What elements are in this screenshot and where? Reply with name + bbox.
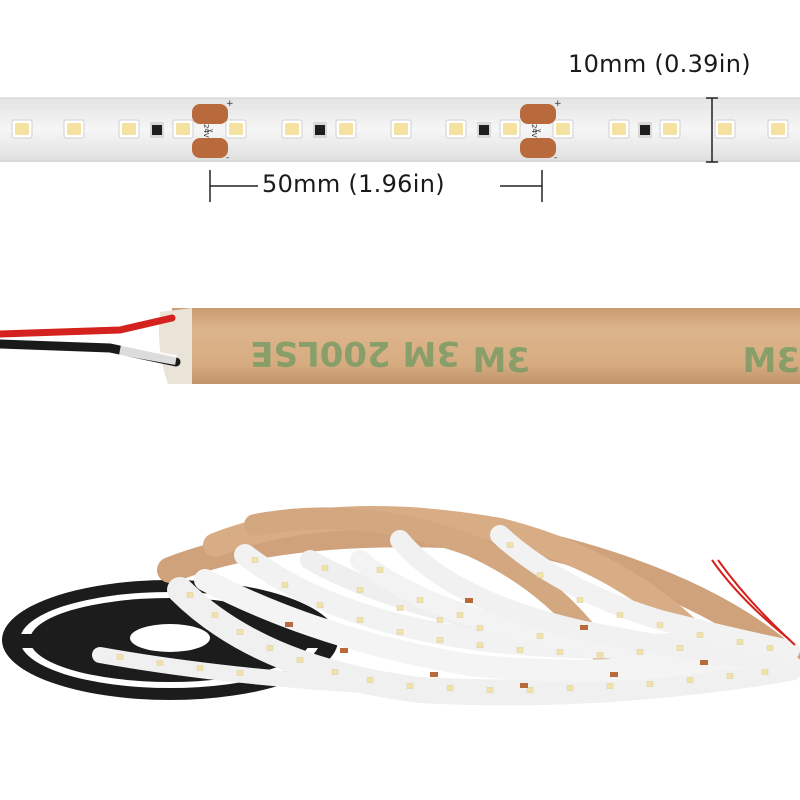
led-strip-reels — [2, 506, 800, 706]
svg-text:✂: ✂ — [534, 127, 542, 137]
led-chips — [11, 119, 789, 139]
red-wire — [0, 314, 176, 338]
adhesive-backing-strip: 3M 200LSE 3M 3M — [0, 308, 800, 384]
svg-text:3M: 3M — [473, 341, 531, 381]
tape-print: 3M 200LSE 3M 3M — [250, 333, 800, 381]
svg-text:3M 200LSE: 3M 200LSE — [250, 333, 460, 373]
polarity-minus-text: - — [554, 153, 557, 163]
pad-voltage-text: 24V — [530, 124, 538, 138]
polarity-plus-text: + — [554, 99, 562, 109]
led-strip-closeup: ✂ 24V + - ✂ 24V + - — [0, 97, 800, 163]
svg-text:✂: ✂ — [206, 127, 214, 137]
width-dimension-marker — [706, 97, 718, 163]
cut-pitch-label: 50mm (1.96in) — [262, 170, 445, 198]
strip-width-label: 10mm (0.39in) — [568, 50, 751, 78]
coil-cut-pads — [285, 598, 708, 688]
cut-point-1: ✂ 24V + - — [192, 99, 234, 163]
svg-text:3M: 3M — [743, 341, 800, 381]
polarity-minus-text: - — [226, 153, 229, 163]
pitch-dimension-marker — [209, 170, 543, 202]
polarity-plus-text: + — [226, 99, 234, 109]
pad-voltage-text: 24V — [202, 124, 210, 138]
cut-point-2: ✂ 24V + - — [520, 99, 562, 163]
